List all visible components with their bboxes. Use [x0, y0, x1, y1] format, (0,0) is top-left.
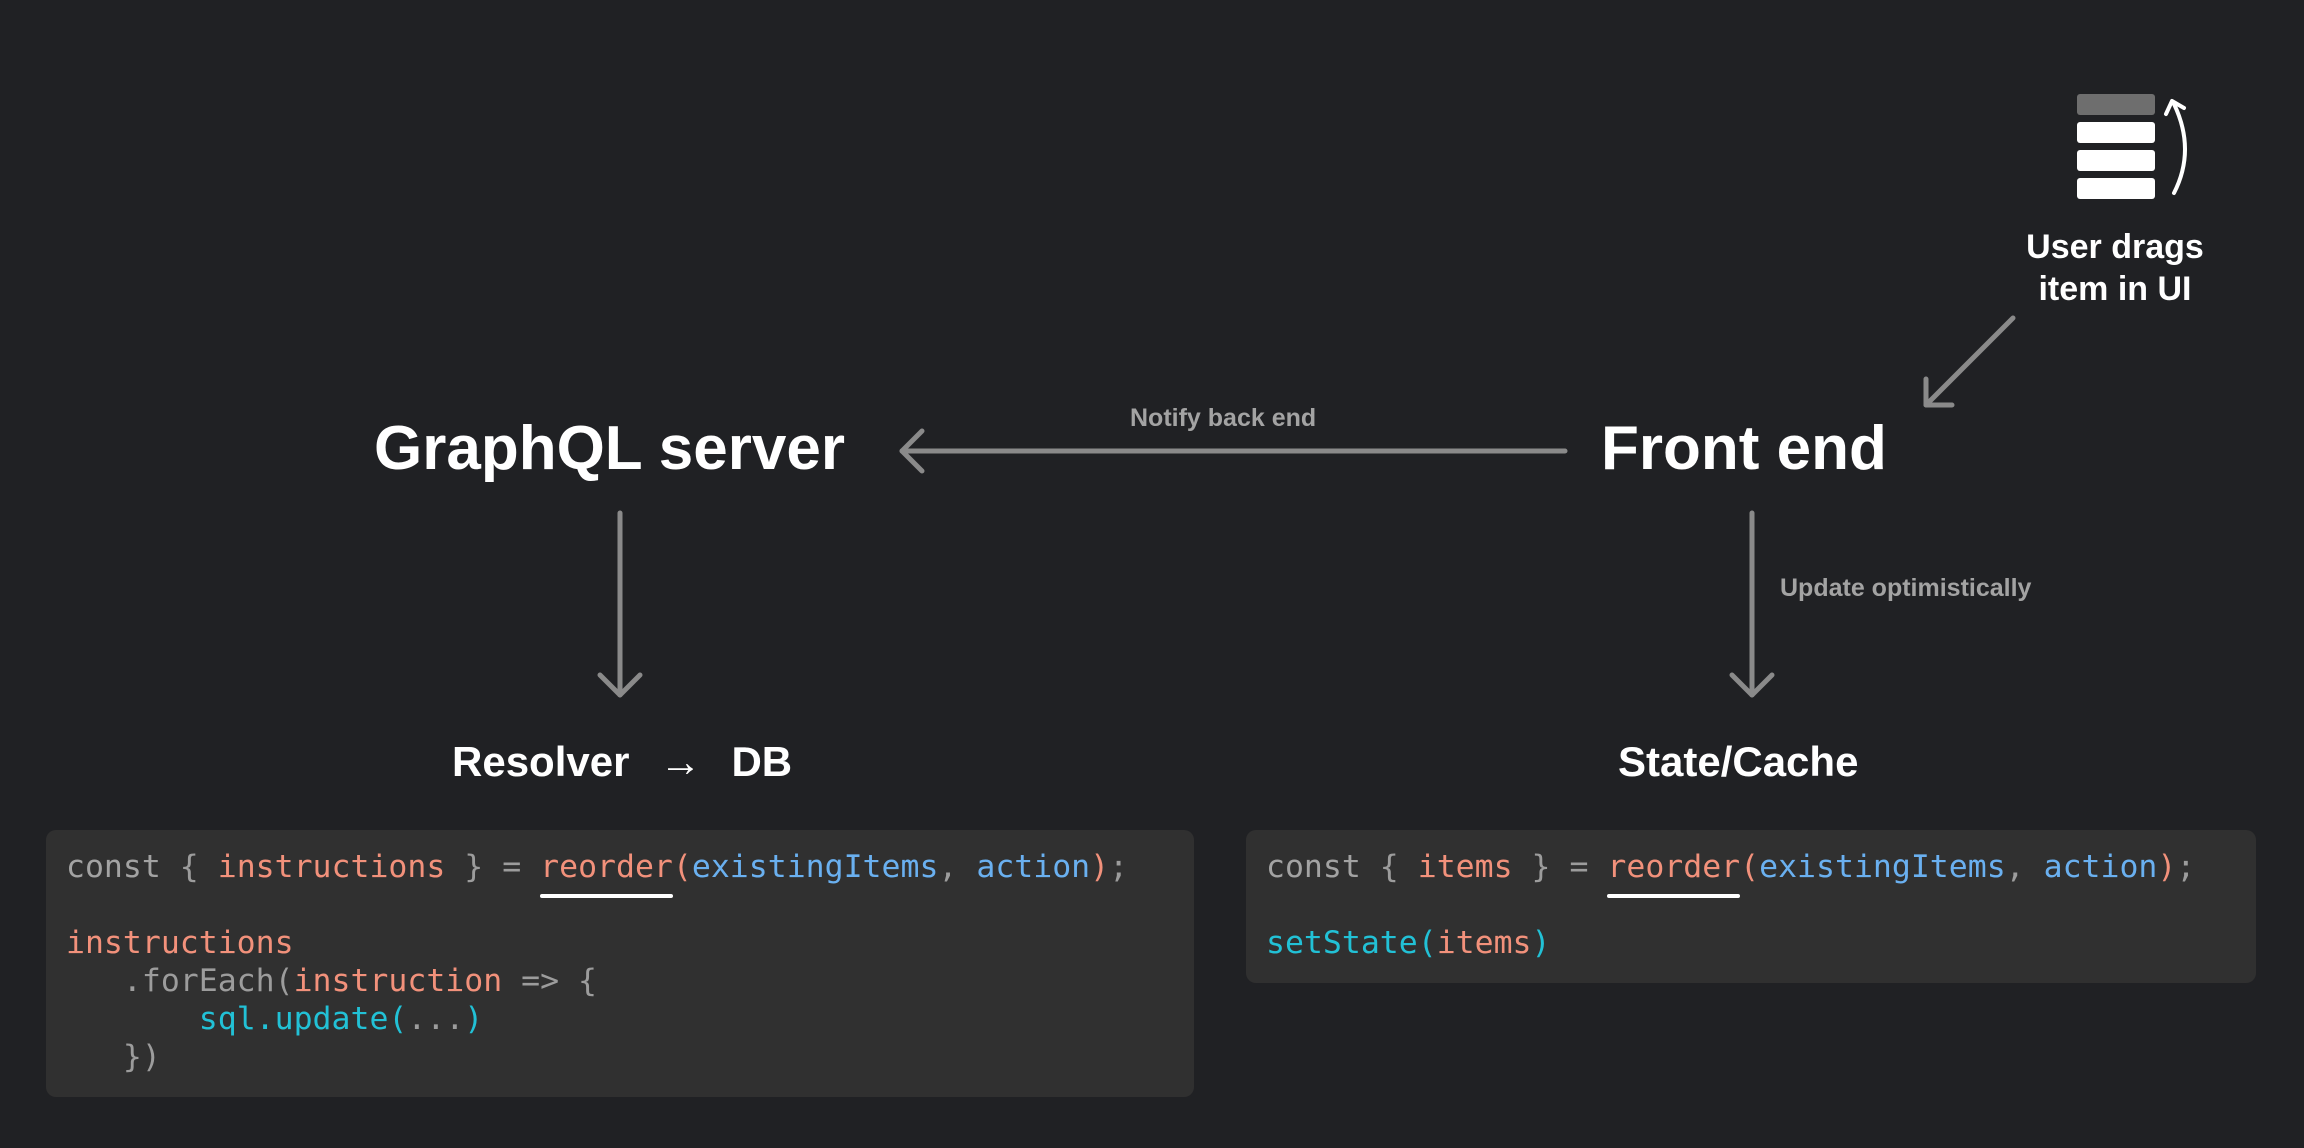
- code-line-blank: [66, 886, 1128, 924]
- code-token: setState(: [1266, 925, 1437, 961]
- code-token: ;: [2176, 849, 2196, 885]
- code-line: const { instructions } = reorder(existin…: [66, 848, 1129, 898]
- code-token: ,: [2005, 849, 2044, 885]
- code-token: action: [976, 849, 1091, 885]
- code-line: instructions: [66, 925, 294, 961]
- code-token: ...: [407, 1001, 465, 1037]
- code-line: .forEach(instruction => {: [66, 962, 1128, 1000]
- server-code-panel: const { instructions } = reorder(existin…: [46, 830, 1194, 1097]
- code-token: instructions: [217, 849, 446, 885]
- update-optimistically-label: Update optimistically: [1780, 574, 2032, 602]
- code-token: const: [1266, 849, 1361, 885]
- code-token: } =: [445, 849, 541, 885]
- code-line: }): [66, 1039, 161, 1075]
- code-token: ;: [1109, 849, 1129, 885]
- code-token: ): [1090, 849, 1110, 885]
- user-note-line-1: User drags: [2026, 228, 2204, 266]
- code-token: ): [464, 1001, 484, 1037]
- resolver-db-node: Resolver → DB: [452, 741, 792, 783]
- front-end-node: Front end: [1601, 414, 1887, 483]
- code-token: sql.update(: [198, 1001, 408, 1037]
- stacked-list-reorder-icon: [2077, 94, 2187, 199]
- code-line: const { items } = reorder(existingItems,…: [1266, 848, 2196, 898]
- code-token: {: [160, 849, 218, 885]
- code-token: existingItems: [1759, 849, 2006, 885]
- reorder-function-token: reorder: [1607, 849, 1741, 898]
- reorder-function-token: reorder: [540, 849, 673, 898]
- graphql-server-node: GraphQL server: [374, 414, 845, 483]
- code-token: action: [2043, 849, 2158, 885]
- code-line: sql.update(...): [66, 1000, 1128, 1038]
- state-cache-node: State/Cache: [1618, 738, 1859, 785]
- notify-back-end-label: Notify back end: [1130, 404, 1317, 432]
- code-token: ): [2157, 849, 2177, 885]
- code-token: (: [1740, 849, 1760, 885]
- code-token: const: [66, 849, 161, 885]
- code-token: (: [672, 849, 692, 885]
- code-line-blank: [1266, 886, 2195, 924]
- code-token: existingItems: [691, 849, 939, 885]
- code-token: items: [1417, 849, 1513, 885]
- code-line: setState(items): [1266, 924, 2195, 962]
- code-token: [66, 1001, 199, 1037]
- code-token: } =: [1512, 849, 1608, 885]
- code-token: ): [1531, 925, 1551, 961]
- update-optimistically-arrow: [1729, 510, 1775, 698]
- user-note-line-2: item in UI: [2038, 270, 2192, 308]
- db-label: DB: [731, 738, 793, 785]
- code-token: .forEach(: [66, 963, 294, 999]
- code-token: {: [1360, 849, 1418, 885]
- code-token: instruction: [293, 963, 503, 999]
- user-drag-arrow: [1923, 315, 2016, 408]
- server-to-resolver-arrow: [597, 510, 643, 698]
- code-token: => {: [502, 963, 598, 999]
- frontend-code-panel: const { items } = reorder(existingItems,…: [1246, 830, 2256, 983]
- user-drags-note: User drags item in UI: [2010, 226, 2220, 310]
- notify-back-end-arrow: [899, 428, 1568, 474]
- resolver-label: Resolver: [452, 738, 630, 785]
- right-arrow-icon: →: [659, 738, 702, 785]
- code-token: ,: [938, 849, 977, 885]
- code-token: items: [1436, 925, 1532, 961]
